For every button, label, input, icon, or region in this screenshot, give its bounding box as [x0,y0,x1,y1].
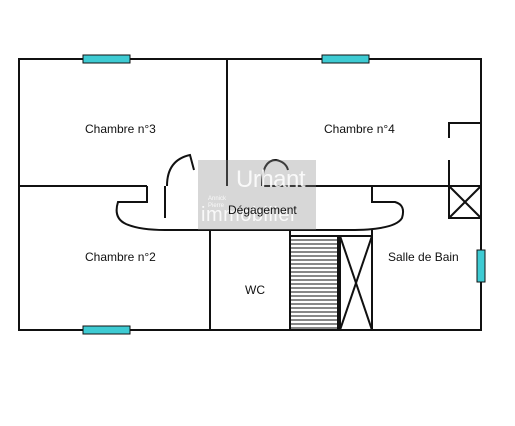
windows [82,54,486,335]
window-bathroom [476,249,486,283]
room-label-bedroom4: Chambre n°4 [324,122,395,136]
room-label-bedroom3: Chambre n°3 [85,122,156,136]
room-label-hallway: Dégagement [228,203,297,217]
shaft-cross-b [339,235,373,331]
walls [18,58,482,331]
window-bedroom3 [82,54,131,64]
watermark-sub-line1: Annick [208,196,227,202]
room-label-bathroom: Salle de Bain [388,250,459,264]
door-swing-bedroom4 [261,158,289,187]
watermark-word: immobilier [201,204,298,226]
door-swing-bedroom3 [166,153,195,187]
watermark-sub-line2: Pierre [208,203,225,209]
room-label-wc: WC [245,283,265,297]
hallway-outline [115,186,405,231]
window-bedroom4 [321,54,370,64]
bathroom-duct-cross-b [448,185,482,219]
agency-watermark: Urhant Annick Pierre immobilier [198,160,316,230]
window-bedroom2 [82,325,131,335]
room-label-bedroom2: Chambre n°2 [85,250,156,264]
watermark-subtitle: Annick Pierre [208,196,226,210]
staircase [289,235,339,331]
bedroom4-closet [448,122,481,138]
staircase-steps [290,239,338,329]
bathroom-duct [448,185,482,219]
watermark-brand: Urhant [236,166,306,193]
